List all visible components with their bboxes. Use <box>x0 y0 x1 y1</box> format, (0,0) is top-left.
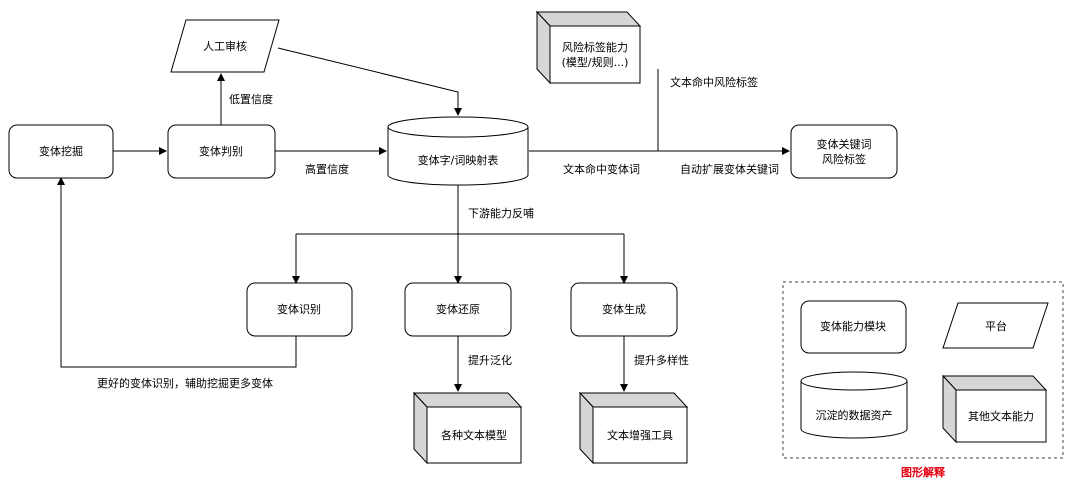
label-auto-expand: 自动扩展变体关键词 <box>680 162 779 176</box>
legend-other-text-capability-label: 其他文本能力 <box>968 409 1034 423</box>
legend-module-label: 变体能力模块 <box>820 319 886 333</box>
legend-frame <box>782 281 1064 459</box>
legend-other-text-capability: 其他文本能力 <box>941 374 1048 444</box>
legend-data-asset: 沉淀的数据资产 <box>800 371 908 439</box>
label-low-confidence: 低置信度 <box>229 92 273 106</box>
legend-platform: 平台 <box>942 302 1049 349</box>
node-variant-restoration: 变体还原 <box>404 282 512 337</box>
node-risk-label-capability-label-2: (模型/规则...) <box>562 55 629 69</box>
label-improve-diversity: 提升多样性 <box>634 353 689 367</box>
legend: 变体能力模块 平台 沉淀的数据资产 其他文本能力 图形解释 <box>782 281 1064 479</box>
node-variant-keyword-label-1: 变体关键词 <box>817 137 872 151</box>
label-improve-generalization: 提升泛化 <box>468 353 512 367</box>
node-variant-recognition: 变体识别 <box>246 282 353 337</box>
node-text-models-label: 各种文本模型 <box>441 428 507 442</box>
node-variant-restoration-label: 变体还原 <box>436 302 480 316</box>
legend-platform-label: 平台 <box>985 319 1007 333</box>
node-mapping-table-label: 变体字/词映射表 <box>418 153 499 167</box>
legend-module: 变体能力模块 <box>800 300 907 354</box>
node-risk-label-capability: 风险标签能力 (模型/规则...) <box>535 10 642 85</box>
label-better-recognition: 更好的变体识别，辅助挖掘更多变体 <box>97 376 273 390</box>
node-variant-keyword: 变体关键词 风险标签 <box>790 124 898 179</box>
node-variant-generation: 变体生成 <box>570 282 678 337</box>
node-variant-mining-label: 变体挖掘 <box>39 144 83 158</box>
node-variant-mining: 变体挖掘 <box>8 124 114 179</box>
edge-recognition-to-mining <box>57 177 297 368</box>
label-high-confidence: 高置信度 <box>305 162 349 176</box>
node-variant-generation-label: 变体生成 <box>602 302 646 316</box>
node-manual-review: 人工审核 <box>170 19 280 73</box>
node-variant-judgment: 变体判别 <box>167 124 276 179</box>
legend-title: 图形解释 <box>901 465 946 479</box>
node-manual-review-label: 人工审核 <box>203 39 247 53</box>
node-risk-label-capability-label-1: 风险标签能力 <box>562 40 628 54</box>
legend-data-asset-label: 沉淀的数据资产 <box>816 408 893 422</box>
node-text-models: 各种文本模型 <box>412 391 523 465</box>
node-variant-keyword-label-2: 风险标签 <box>822 152 866 166</box>
label-text-hits-variant: 文本命中变体词 <box>563 162 640 176</box>
node-variant-judgment-label: 变体判别 <box>199 144 243 158</box>
label-text-hits-risk: 文本命中风险标签 <box>670 75 758 89</box>
node-text-augmentation-tool: 文本增强工具 <box>578 391 689 465</box>
node-variant-recognition-label: 变体识别 <box>277 302 321 316</box>
node-mapping-table: 变体字/词映射表 <box>387 116 529 186</box>
node-text-augmentation-tool-label: 文本增强工具 <box>607 428 673 442</box>
edge-review-to-table <box>277 47 462 116</box>
label-downstream-feedback: 下游能力反哺 <box>468 206 534 220</box>
